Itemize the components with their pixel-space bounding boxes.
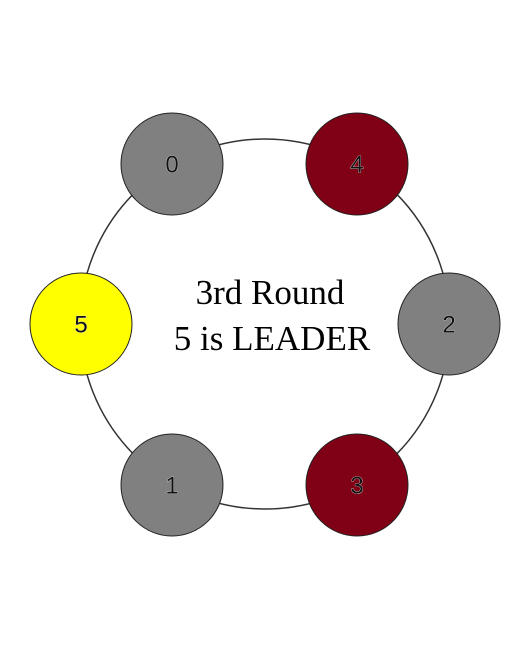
- node-3-circle: [305, 433, 409, 537]
- node-4-label: 4: [350, 152, 363, 179]
- node-0-label: 0: [165, 152, 178, 179]
- node-5: 5: [29, 272, 133, 376]
- node-2-label: 2: [442, 312, 455, 339]
- node-2: 2: [397, 272, 501, 376]
- node-4-circle: [305, 112, 409, 216]
- round-title: 3rd Round: [196, 273, 345, 312]
- node-5-circle: [29, 272, 133, 376]
- node-4: 4: [305, 112, 409, 216]
- node-0-circle: [120, 112, 224, 216]
- node-1-label: 1: [165, 473, 178, 500]
- node-0: 0: [120, 112, 224, 216]
- node-2-circle: [397, 272, 501, 376]
- node-3-label: 3: [350, 473, 363, 500]
- node-1: 1: [120, 433, 224, 537]
- node-3: 3: [305, 433, 409, 537]
- node-1-circle: [120, 433, 224, 537]
- leader-caption: 5 is LEADER: [174, 319, 371, 358]
- node-5-label: 5: [74, 312, 87, 339]
